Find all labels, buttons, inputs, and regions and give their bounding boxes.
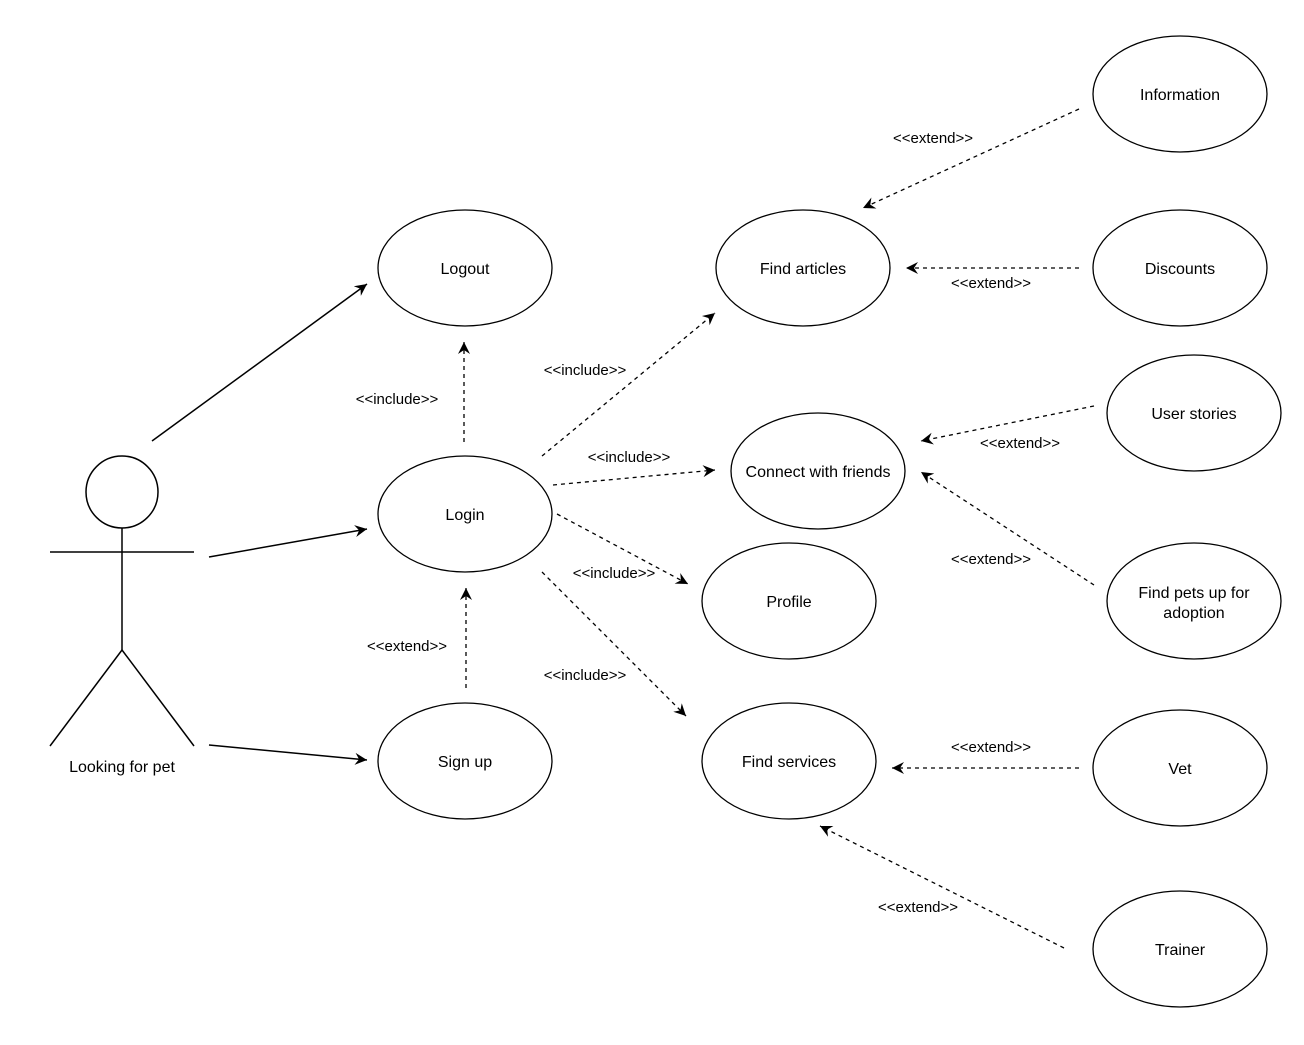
use-case-connect-with-friends[interactable]: Connect with friends xyxy=(730,412,906,530)
use-case-vet[interactable]: Vet xyxy=(1092,709,1268,827)
dep-information-find-articles xyxy=(862,108,1080,209)
actor-left-leg xyxy=(49,649,123,747)
use-case-information[interactable]: Information xyxy=(1092,35,1268,153)
use-case-sign-up[interactable]: Sign up xyxy=(377,702,553,820)
label-extend-discounts: <<extend>> xyxy=(951,275,1031,292)
use-case-user-stories[interactable]: User stories xyxy=(1106,354,1282,472)
use-case-vet-label: Vet xyxy=(1168,761,1192,778)
use-case-logout-label: Logout xyxy=(441,261,490,278)
dep-login-find-articles xyxy=(541,312,716,457)
use-case-find-pets-for-adoption[interactable]: Find pets up for adoption xyxy=(1106,542,1282,660)
use-case-trainer-label: Trainer xyxy=(1155,942,1206,959)
actor-right-leg xyxy=(121,649,195,747)
use-case-profile[interactable]: Profile xyxy=(701,542,877,660)
use-case-sign-up-label: Sign up xyxy=(438,754,492,771)
use-case-logout[interactable]: Logout xyxy=(377,209,553,327)
use-case-find-pets-label-line2: adoption xyxy=(1163,605,1224,622)
use-case-login-label: Login xyxy=(445,507,484,524)
label-extend-information: <<extend>> xyxy=(893,130,973,147)
dep-find-pets-connect xyxy=(920,471,1095,586)
dep-trainer-find-services xyxy=(819,825,1065,949)
label-extend-vet: <<extend>> xyxy=(951,739,1031,756)
label-include-find-services: <<include>> xyxy=(544,667,627,684)
use-case-find-services[interactable]: Find services xyxy=(701,702,877,820)
actor-head xyxy=(85,455,159,529)
use-case-find-articles[interactable]: Find articles xyxy=(715,209,891,327)
use-case-discounts-label: Discounts xyxy=(1145,261,1215,278)
label-extend-find-pets: <<extend>> xyxy=(951,551,1031,568)
use-case-user-stories-label: User stories xyxy=(1151,406,1236,423)
actor-label: Looking for pet xyxy=(69,759,175,776)
label-include-logout: <<include>> xyxy=(356,391,439,408)
assoc-actor-signup xyxy=(208,744,368,765)
use-case-discounts[interactable]: Discounts xyxy=(1092,209,1268,327)
label-include-profile: <<include>> xyxy=(573,565,656,582)
assoc-actor-login xyxy=(208,525,368,558)
use-case-profile-label: Profile xyxy=(766,594,811,611)
dep-login-connect xyxy=(552,465,716,486)
use-case-find-pets-label-line1: Find pets up for xyxy=(1138,585,1250,602)
actor-looking-for-pet[interactable]: Looking for pet xyxy=(49,455,195,776)
label-include-find-articles: <<include>> xyxy=(544,362,627,379)
dep-login-find-services xyxy=(541,571,687,717)
assoc-actor-logout xyxy=(151,283,368,442)
dep-user-stories-connect xyxy=(920,405,1095,445)
use-case-trainer[interactable]: Trainer xyxy=(1092,890,1268,1008)
label-extend-signup: <<extend>> xyxy=(367,638,447,655)
use-case-information-label: Information xyxy=(1140,87,1220,104)
use-case-login[interactable]: Login xyxy=(377,455,553,573)
use-case-find-articles-label: Find articles xyxy=(760,261,846,278)
dep-login-profile xyxy=(556,513,689,585)
label-extend-trainer: <<extend>> xyxy=(878,899,958,916)
label-extend-user-stories: <<extend>> xyxy=(980,435,1060,452)
label-include-connect: <<include>> xyxy=(588,449,671,466)
use-case-find-services-label: Find services xyxy=(742,754,836,771)
use-case-connect-with-friends-label: Connect with friends xyxy=(746,464,891,481)
